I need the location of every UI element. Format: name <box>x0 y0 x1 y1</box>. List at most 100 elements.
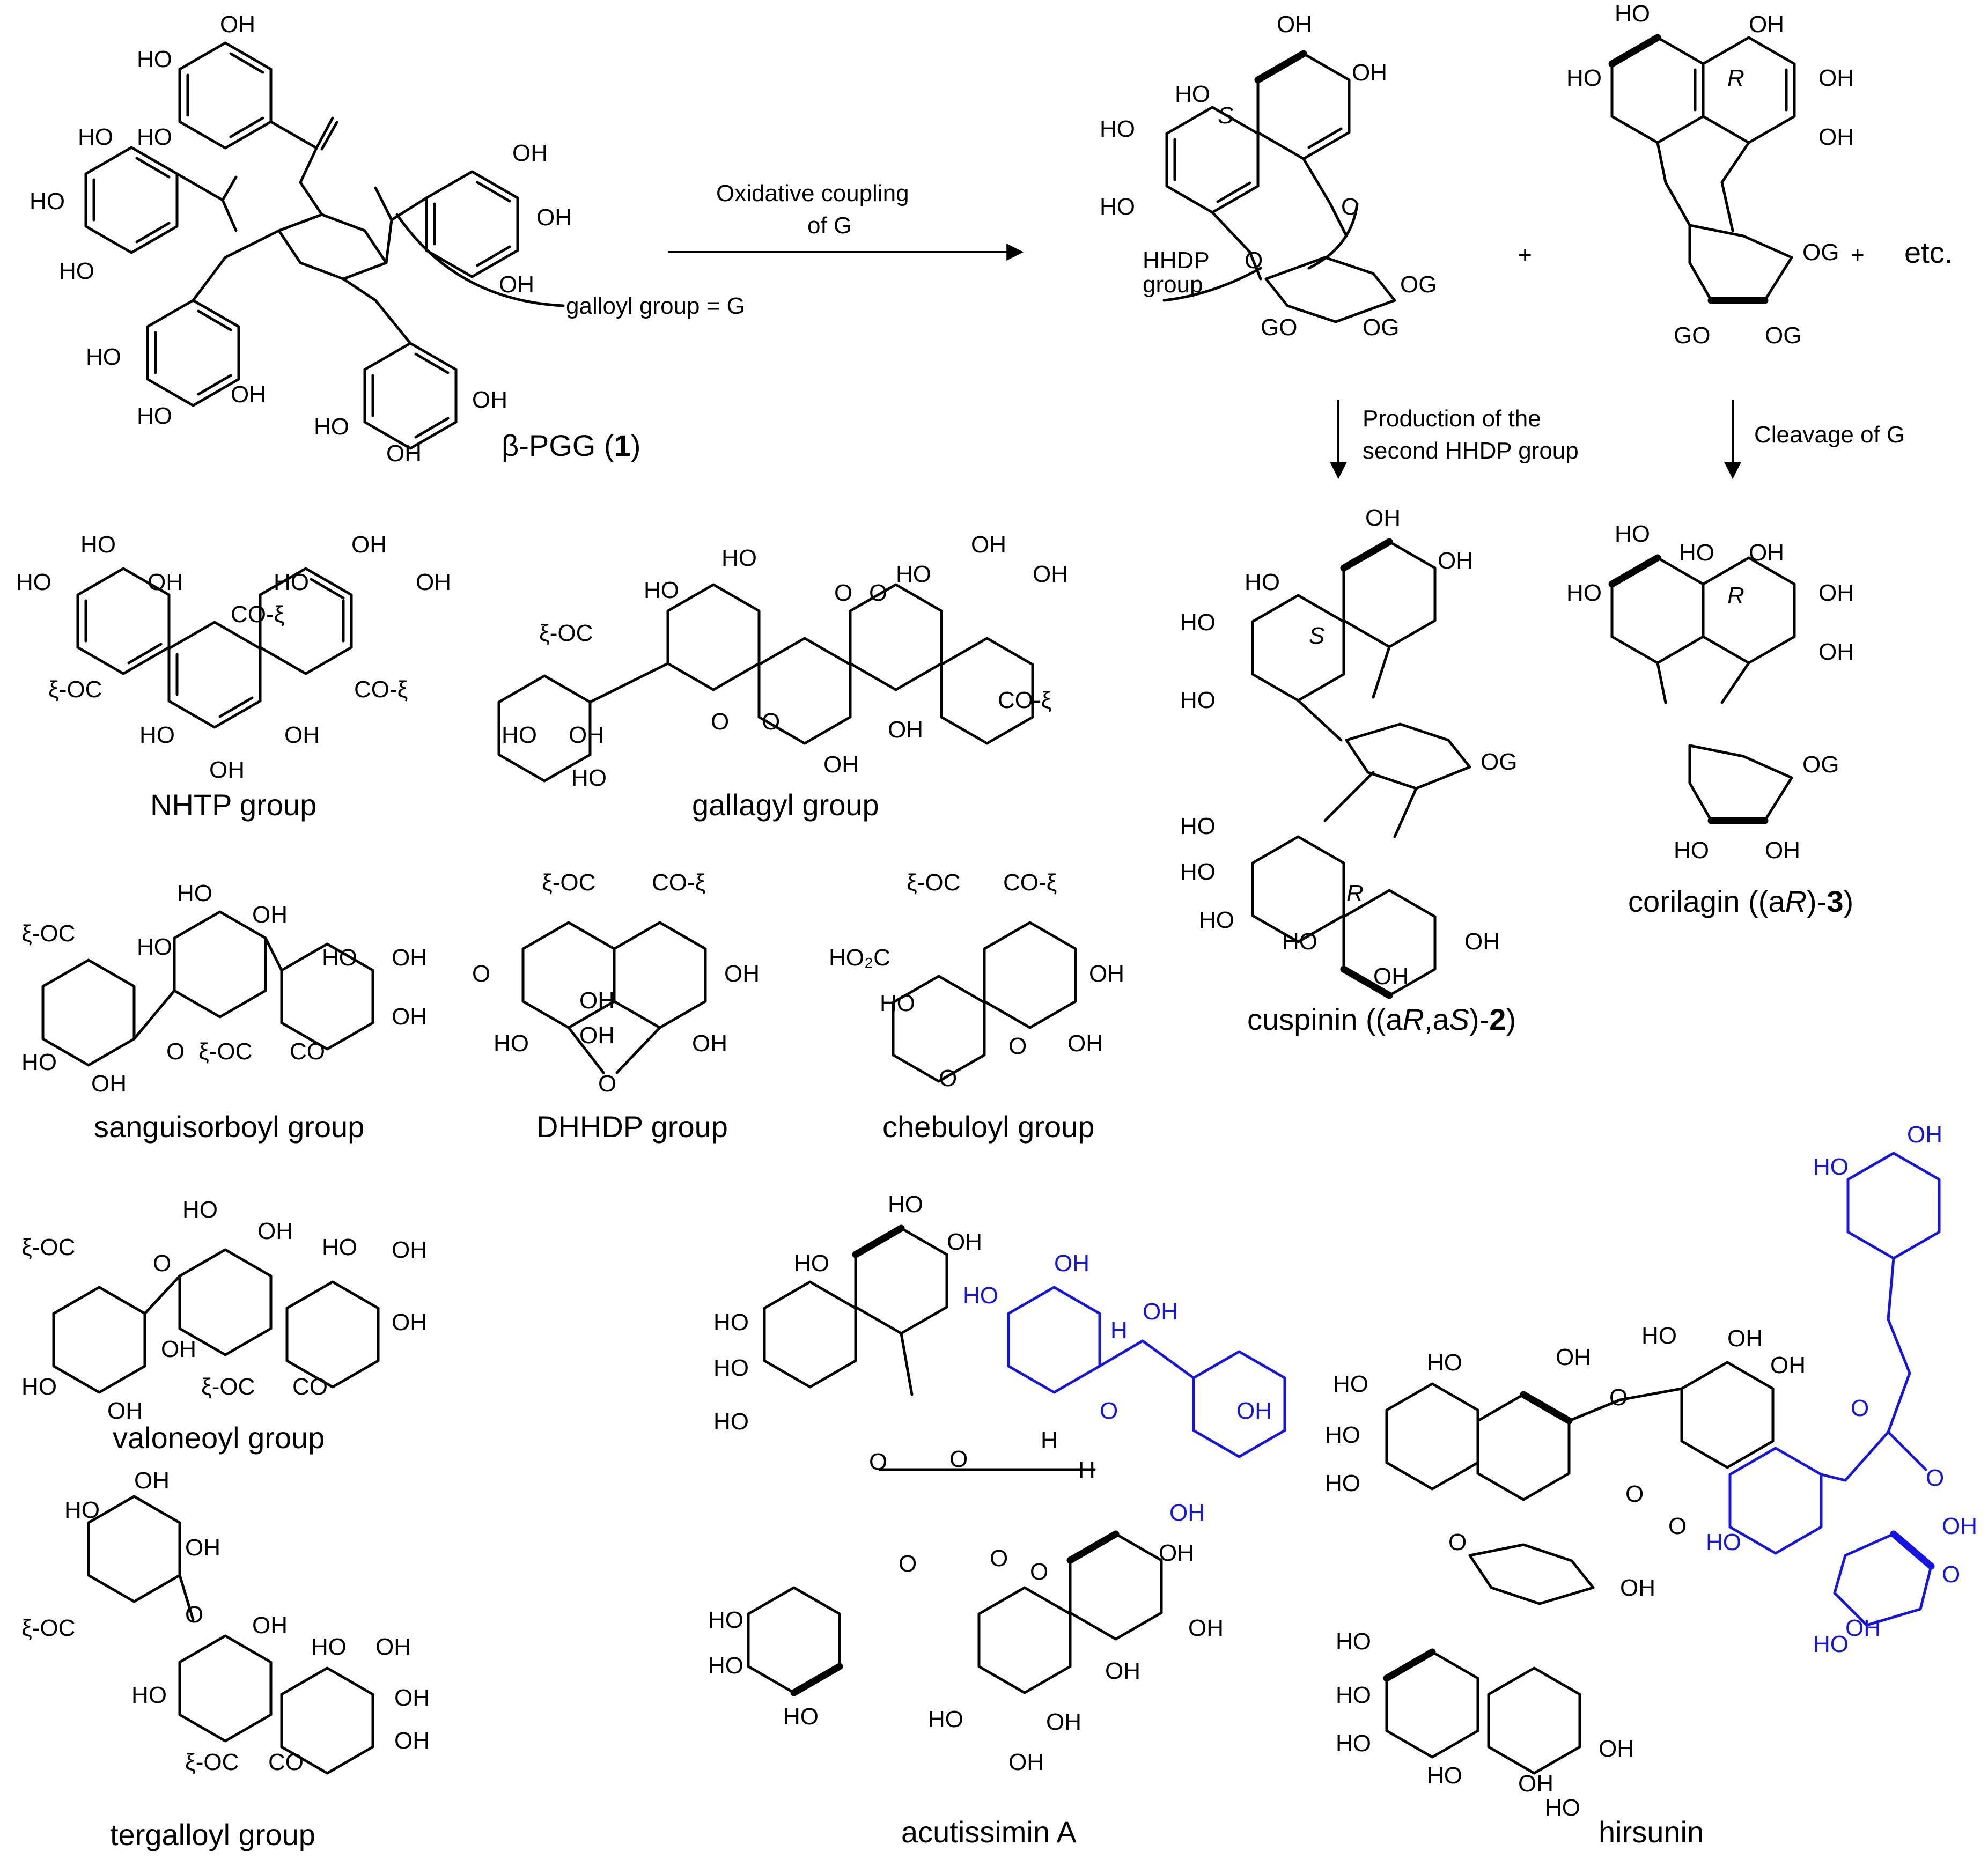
hirs-ho-9: HO <box>1427 1762 1462 1789</box>
cuspinin-caption: cuspinin ((aR,aS)-2) <box>1247 1002 1516 1036</box>
val-ho-2: HO <box>322 1234 357 1260</box>
int-r-oh-3: OH <box>1818 124 1854 150</box>
acut-ho-6: HO <box>708 1607 743 1633</box>
cori-oh-4: OH <box>1765 837 1800 864</box>
cusp-stereo-r: R <box>1346 880 1364 906</box>
acut-oh-1: OH <box>947 1229 982 1255</box>
pgg-ho-2: HO <box>137 124 172 150</box>
hirs-oh-5: OH <box>1518 1771 1553 1797</box>
gallagyl-oh-4: OH <box>823 751 859 778</box>
beta-pgg-structure: OH HO HO HO HO HO OH OH OH HO HO OH OH H… <box>30 11 745 467</box>
acut-o-3: O <box>899 1551 917 1577</box>
hirs-o-1: O <box>1609 1384 1628 1411</box>
acutissimin-a-structure: HO OH HO HO HO HO OH HO OH H O OH OH O O… <box>708 1191 1286 1849</box>
terg-ho-2: HO <box>311 1634 347 1660</box>
cusp-oh-4: OH <box>1373 963 1409 990</box>
hirs-ho-4: HO <box>1325 1470 1360 1496</box>
sanguisorboyl-caption: sanguisorboyl group <box>94 1110 364 1144</box>
gallagyl-o-1: O <box>834 580 852 606</box>
nhtp-caption: NHTP group <box>150 788 316 822</box>
int-s-og-1: OG <box>1400 271 1437 298</box>
hirs-blue-ho: HO <box>1813 1154 1849 1180</box>
val-oc-left: ξ-OC <box>21 1234 75 1260</box>
terg-oh-2: OH <box>185 1535 220 1561</box>
val-oh-3: OH <box>392 1309 427 1336</box>
nhtp-oh-1: OH <box>148 569 183 595</box>
cusp-og: OG <box>1481 749 1517 775</box>
cori-ho-4: HO <box>1674 837 1709 864</box>
oxidative-coupling-arrow: Oxidative coupling of G <box>668 180 1024 261</box>
hhdp-label-2: group <box>1143 271 1203 298</box>
nhtp-group-structure: HO OH HO ξ-OC CO-ξ HO OH OH CO-ξ HO OH O… <box>16 532 451 822</box>
tergalloyl-caption: tergalloyl group <box>110 1818 315 1851</box>
valoneoyl-group-structure: ξ-OC HO OH O HO OH OH OH ξ-OC CO HO OH v… <box>21 1197 427 1455</box>
pgg-oh-5: OH <box>231 381 266 408</box>
arrow1-label-line1: Oxidative coupling <box>716 180 909 206</box>
cusp-ho-6: HO <box>1199 907 1234 933</box>
cheb-o: O <box>1008 1033 1027 1059</box>
gallagyl-ho-1: HO <box>721 545 757 571</box>
acut-o-4: O <box>990 1545 1008 1572</box>
cori-oh-3: OH <box>1818 639 1854 665</box>
terg-ho-1: HO <box>64 1497 100 1523</box>
sang-o: O <box>166 1038 185 1065</box>
nhtp-co-right: CO-ξ <box>354 676 408 703</box>
acut-o-5: O <box>1030 1559 1048 1585</box>
val-oh-5: OH <box>107 1398 143 1424</box>
cheb-ho: HO <box>880 990 915 1016</box>
pgg-oh-3: OH <box>536 204 572 231</box>
acut-blue-oh-3: OH <box>1236 1398 1272 1424</box>
hirs-oh-1: OH <box>1556 1344 1591 1370</box>
val-ho-1: HO <box>182 1197 218 1223</box>
hirs-o-4: O <box>1448 1529 1467 1555</box>
cusp-oh-3: OH <box>1464 928 1500 955</box>
pgg-ho-5: HO <box>59 258 94 284</box>
hirs-ho-3: HO <box>1325 1422 1360 1448</box>
gallagyl-o-4: O <box>762 709 780 735</box>
terg-oh-4: OH <box>375 1634 411 1660</box>
acut-blue-oh-1: OH <box>1054 1250 1089 1277</box>
dhhdp-group-structure: ξ-OC CO-ξ O OH OH OH HO OH O DHHDP group <box>472 869 760 1144</box>
cheb-co-right: CO-ξ <box>1003 869 1057 896</box>
cori-ho-3: HO <box>1566 580 1602 606</box>
acut-ho-4: HO <box>713 1355 749 1381</box>
cori-og: OG <box>1802 751 1839 778</box>
cheb-o-carbonyl: O <box>939 1065 957 1091</box>
acut-ho-7: HO <box>708 1653 743 1679</box>
int-s-ho-2: HO <box>1100 116 1135 142</box>
dhhdp-o-ketone: O <box>472 961 490 987</box>
int-s-stereo: S <box>1218 102 1233 129</box>
pgg-oh-6: OH <box>472 387 507 413</box>
hirs-o-3: O <box>1668 1513 1687 1539</box>
gallagyl-ho-2: HO <box>644 577 679 603</box>
hirs-oh-4: OH <box>1620 1575 1655 1601</box>
acut-o-2: O <box>949 1446 968 1472</box>
terg-ho-3: HO <box>131 1682 167 1708</box>
arrow1-label-line2: of G <box>807 212 852 239</box>
hirs-ho-1: HO <box>1427 1349 1462 1376</box>
acut-ho-3: HO <box>713 1309 749 1336</box>
nhtp-oc-left: ξ-OC <box>48 676 102 703</box>
acut-oh-5: OH <box>1046 1709 1081 1735</box>
sang-oc-left: ξ-OC <box>21 920 75 947</box>
hirs-ho-2: HO <box>1333 1371 1368 1397</box>
int-s-ho-3: HO <box>1100 194 1135 220</box>
cusp-oh-2: OH <box>1438 548 1473 574</box>
dhhdp-ho: HO <box>494 1030 529 1057</box>
nhtp-ho-2: HO <box>16 569 51 595</box>
cusp-ho-4: HO <box>1180 813 1216 839</box>
acut-ho-5: HO <box>713 1408 749 1435</box>
pgg-ho-7: HO <box>137 403 172 429</box>
acut-ho-2: HO <box>794 1250 829 1277</box>
galloyl-group-note: galloyl group = G <box>566 293 745 319</box>
terg-o: O <box>185 1602 203 1628</box>
acut-oh-6: OH <box>1008 1749 1044 1775</box>
nhtp-oh-4: OH <box>284 722 320 748</box>
terg-oh-3: OH <box>252 1612 288 1639</box>
hirsunin-caption: hirsunin <box>1599 1815 1704 1849</box>
chebuloyl-group-structure: ξ-OC CO-ξ HO₂C OH HO O OH O chebuloyl gr… <box>829 869 1124 1144</box>
hirs-blue-oh-2: OH <box>1942 1513 1977 1539</box>
int-r-ho-1: HO <box>1615 1 1650 27</box>
terg-oh-5: OH <box>394 1685 430 1711</box>
tergalloyl-group-structure: OH HO OH ξ-OC O OH HO OH HO OH OH ξ-OC C… <box>21 1467 430 1851</box>
